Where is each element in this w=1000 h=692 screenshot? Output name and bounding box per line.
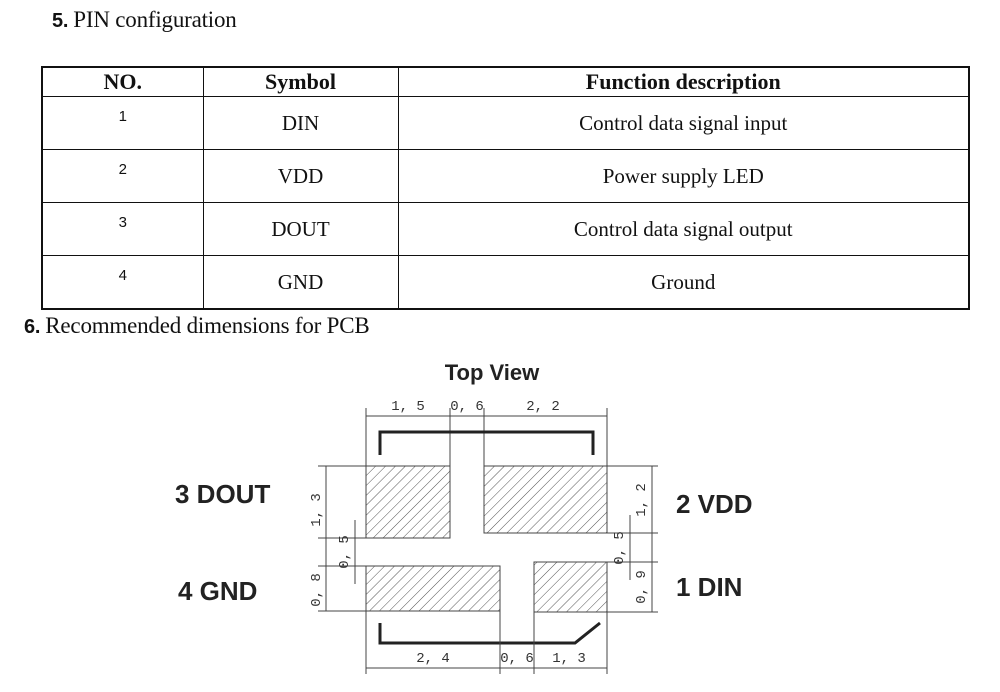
header-function: Function description	[397, 66, 970, 97]
left-dimension-lines	[318, 465, 366, 612]
dim-left-lower: 0, 8	[309, 573, 325, 607]
dim-bottom-left: 2, 4	[416, 651, 450, 667]
section-title: PIN configuration	[73, 7, 237, 32]
pin-label-dout: 3 DOUT	[175, 479, 270, 509]
outline-top-bracket	[378, 430, 595, 455]
dim-bottom-right: 1, 3	[552, 651, 586, 667]
pin-configuration-table: NO. Symbol Function description 1 DIN Co…	[41, 66, 970, 310]
cell-no: 1	[41, 96, 204, 150]
dim-left-gap: 0, 5	[337, 535, 353, 569]
pin-label-vdd: 2 VDD	[676, 489, 753, 519]
pin-label-din: 1 DIN	[676, 572, 742, 602]
cell-symbol: DIN	[202, 96, 399, 150]
section-6-heading: 6.Recommended dimensions for PCB	[24, 313, 370, 339]
pin-label-gnd: 4 GND	[178, 576, 257, 606]
pad-vdd	[483, 465, 608, 534]
section-5-heading: 5.PIN configuration	[52, 7, 237, 33]
section-number: 5.	[52, 10, 69, 32]
table-row: 3 DOUT Control data signal output	[41, 202, 970, 256]
dim-left-upper: 1, 3	[309, 493, 325, 527]
bottom-dimension-lines	[365, 611, 608, 674]
dim-top-mid: 0, 6	[450, 399, 484, 415]
pad-dout	[365, 465, 451, 539]
table-row: 2 VDD Power supply LED	[41, 149, 970, 203]
table-row: 4 GND Ground	[41, 255, 970, 310]
cell-function: Ground	[397, 255, 970, 310]
cell-symbol: VDD	[202, 149, 399, 203]
table-header-row: NO. Symbol Function description	[41, 66, 970, 97]
cell-function: Control data signal output	[397, 202, 970, 256]
header-symbol: Symbol	[202, 66, 399, 97]
pad-din	[533, 561, 608, 613]
table-row: 1 DIN Control data signal input	[41, 96, 970, 150]
pcb-footprint-diagram: Top View 1, 5 0, 6 2, 2 1, 3 0, 5 0, 8 1…	[175, 360, 753, 674]
dim-right-gap: 0, 5	[612, 531, 628, 565]
cell-symbol: GND	[202, 255, 399, 310]
cell-function: Control data signal input	[397, 96, 970, 150]
dim-bottom-mid: 0, 6	[500, 651, 534, 667]
pad-gnd	[365, 565, 501, 612]
header-no: NO.	[41, 66, 204, 97]
dim-top-right: 2, 2	[526, 399, 560, 415]
dim-right-upper: 1, 2	[634, 483, 650, 517]
cell-function: Power supply LED	[397, 149, 970, 203]
top-view-title: Top View	[445, 360, 540, 385]
top-dimension-lines	[365, 408, 608, 466]
dim-top-left: 1, 5	[391, 399, 425, 415]
section-title: Recommended dimensions for PCB	[45, 313, 370, 338]
outline-bottom-bracket	[378, 621, 601, 645]
right-dimension-lines	[607, 465, 658, 613]
section-number: 6.	[24, 316, 41, 338]
cell-no: 2	[41, 149, 204, 203]
cell-no: 4	[41, 255, 204, 310]
cell-symbol: DOUT	[202, 202, 399, 256]
cell-no: 3	[41, 202, 204, 256]
dim-right-lower: 0, 9	[634, 570, 650, 604]
